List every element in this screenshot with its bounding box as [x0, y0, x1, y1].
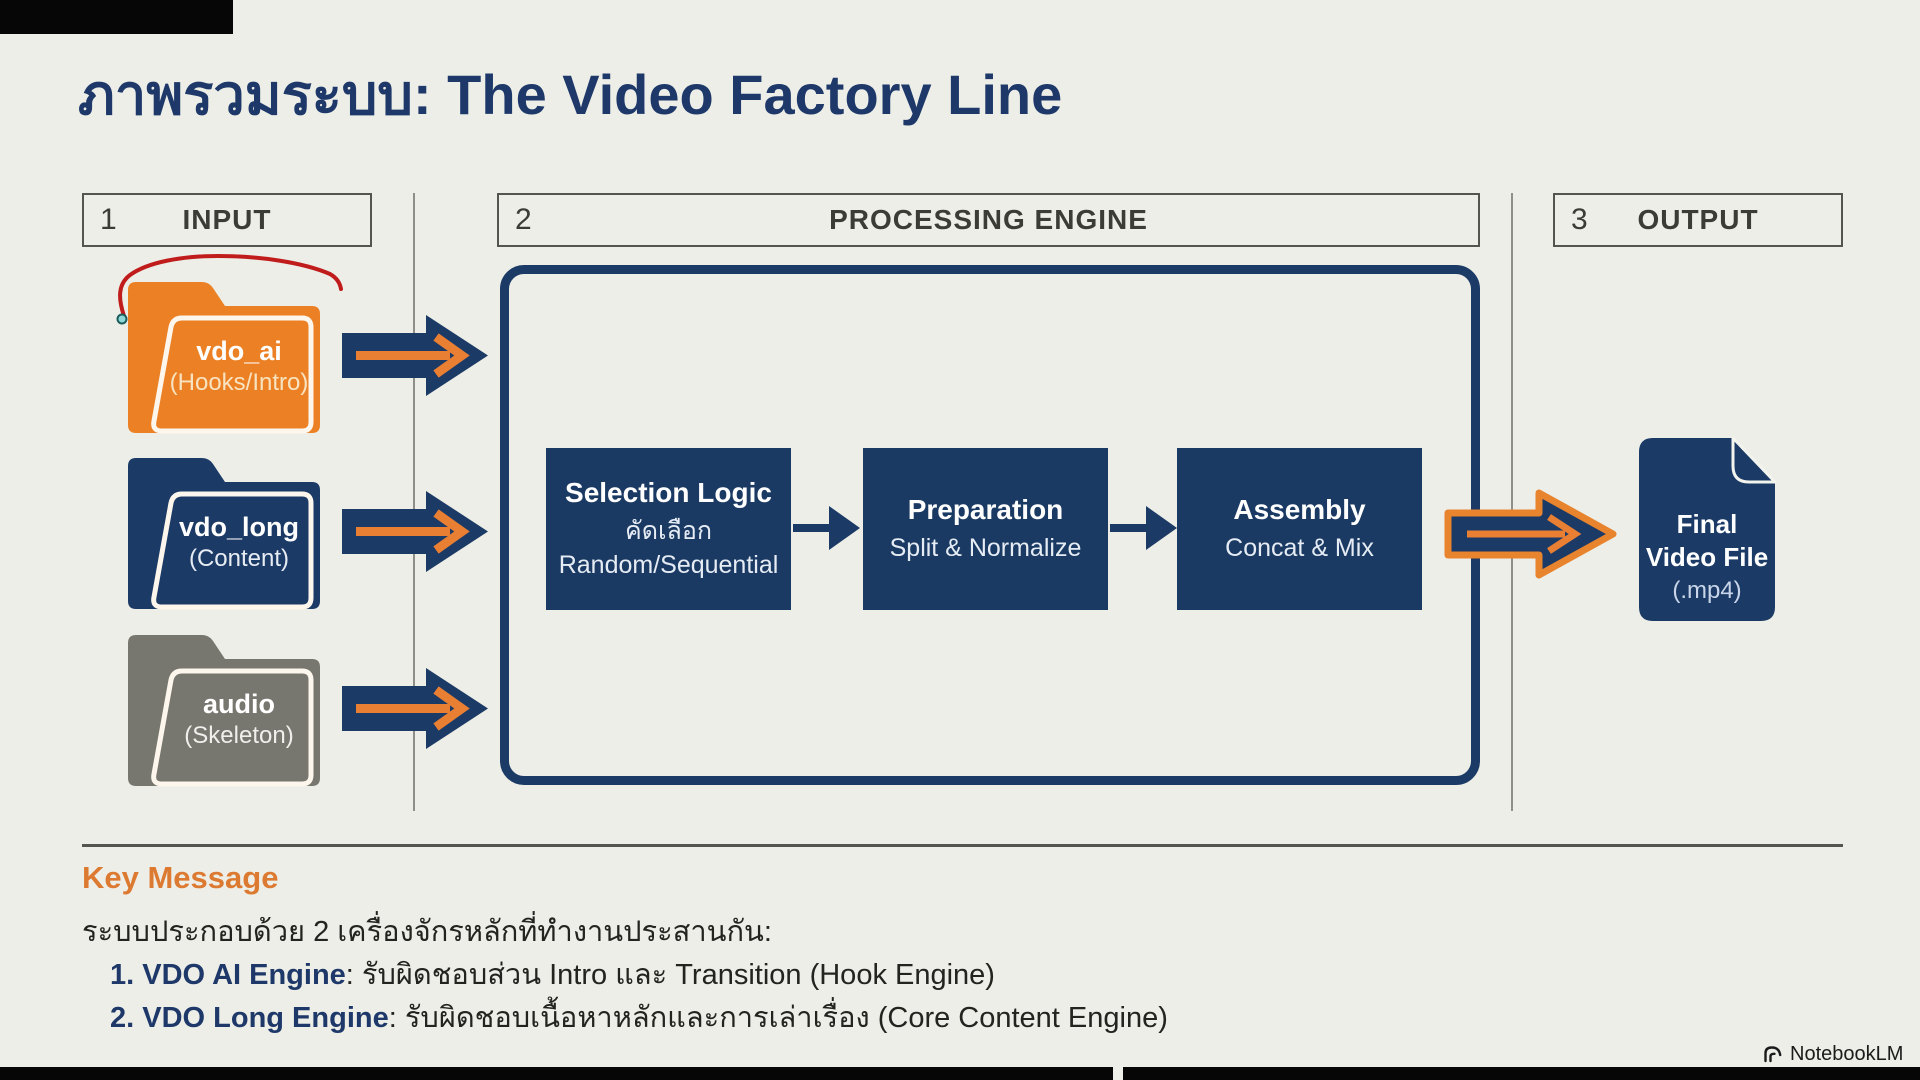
folder-name: vdo_long — [179, 512, 299, 542]
notebooklm-watermark: NotebookLM — [1762, 1042, 1903, 1066]
step-assembly: Assembly Concat & Mix — [1177, 448, 1422, 610]
section-number: 3 — [1571, 203, 1588, 236]
notebooklm-logo-icon — [1764, 1046, 1782, 1063]
divider-horizontal — [82, 844, 1843, 847]
video-letterbox-top-left — [0, 0, 233, 34]
section-number: 1 — [100, 203, 117, 236]
video-letterbox-gap — [1113, 1067, 1123, 1080]
step-line: Split & Normalize — [889, 534, 1082, 562]
section-header-output: 3 OUTPUT — [1553, 193, 1843, 247]
folder-icon — [128, 282, 320, 434]
key-message-heading: Key Message — [82, 860, 279, 895]
folder-icon — [128, 458, 320, 610]
file-label-line1: Final — [1676, 509, 1738, 539]
step-title: Preparation — [907, 494, 1064, 525]
step-line: Concat & Mix — [1225, 534, 1374, 562]
file-icon — [1639, 436, 1777, 621]
step-line: Random/Sequential — [558, 551, 779, 579]
item-description: : รับผิดชอบเนื้อหาหลักและการเล่าเรื่อง (… — [388, 1002, 1168, 1034]
item-engine-name: 2. VDO Long Engine — [110, 1002, 389, 1034]
file-label-line2: Video File — [1645, 542, 1769, 572]
item-description: : รับผิดชอบส่วน Intro และ Transition (Ho… — [345, 959, 995, 991]
divider-input-processing — [413, 193, 415, 811]
section-header-input: 1 INPUT — [82, 193, 372, 247]
divider-processing-output — [1511, 193, 1513, 811]
key-message-item-2: 2. VDO Long Engine: รับผิดชอบเนื้อหาหลัก… — [110, 994, 1168, 1040]
section-label: OUTPUT — [1637, 204, 1759, 235]
key-message-item-1: 1. VDO AI Engine: รับผิดชอบส่วน Intro แล… — [110, 951, 995, 997]
input-arrow-icon — [342, 668, 488, 749]
output-arrow-icon — [1444, 489, 1617, 579]
file-extension: (.mp4) — [1672, 577, 1742, 604]
step-arrow-icon — [1110, 506, 1177, 550]
folder-name: audio — [203, 689, 275, 719]
folder-icon — [128, 635, 320, 787]
section-number: 2 — [515, 203, 532, 236]
page-title: ภาพรวมระบบ: The Video Factory Line — [78, 63, 1063, 126]
folder-subtitle: (Skeleton) — [184, 722, 294, 749]
folder-name: vdo_ai — [196, 336, 282, 366]
step-preparation: Preparation Split & Normalize — [863, 448, 1108, 610]
input-arrow-icon — [342, 315, 488, 396]
folder-subtitle: (Hooks/Intro) — [169, 369, 309, 396]
section-header-processing: 2 PROCESSING ENGINE — [497, 193, 1480, 247]
folder-subtitle: (Content) — [188, 545, 290, 572]
item-engine-name: 1. VDO AI Engine — [110, 959, 346, 991]
key-message-intro: ระบบประกอบด้วย 2 เครื่องจักรหลักที่ทำงาน… — [82, 916, 772, 948]
folder-vdo-ai: vdo_ai (Hooks/Intro) — [120, 274, 328, 437]
video-letterbox-bottom — [0, 1067, 1920, 1080]
input-arrow-icon — [342, 491, 488, 572]
folder-audio: audio (Skeleton) — [120, 627, 328, 790]
section-label: INPUT — [182, 204, 272, 235]
step-line: คัดเลือก — [625, 517, 712, 545]
folder-vdo-long: vdo_long (Content) — [120, 450, 328, 613]
step-title: Selection Logic — [565, 477, 772, 508]
final-video-file: Final Video File (.mp4) — [1637, 436, 1777, 623]
step-selection-logic: Selection Logic คัดเลือก Random/Sequenti… — [546, 448, 791, 610]
section-label: PROCESSING ENGINE — [829, 204, 1148, 235]
step-arrow-icon — [793, 506, 860, 550]
step-title: Assembly — [1233, 494, 1366, 525]
watermark-label: NotebookLM — [1790, 1042, 1904, 1065]
